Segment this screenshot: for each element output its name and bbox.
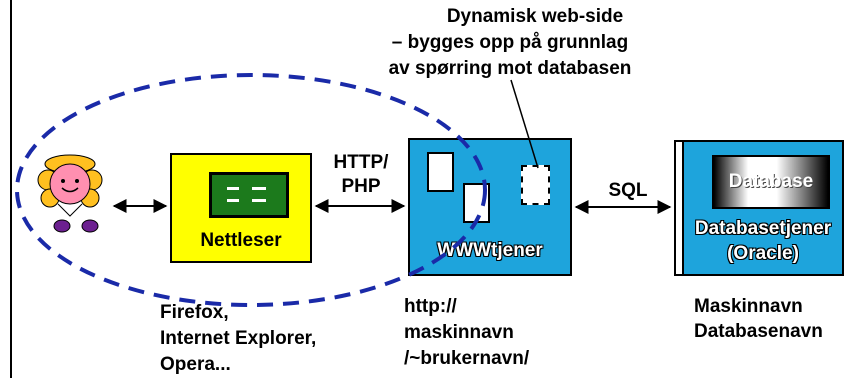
protocol-line-1: HTTP/ [333,152,389,173]
url-line-1: http:// [404,296,457,317]
browser-example-3: Opera... [160,354,231,375]
callout-line-3: av spørring mot databasen [388,58,632,79]
left-border-line [10,0,12,378]
browser-label: Nettleser [200,230,282,251]
database-screen-label: Database [728,171,814,192]
sql-label: SQL [608,180,648,201]
database-server-label-2: (Oracle) [727,243,799,264]
webserver-label: WWWtjener [437,240,543,261]
client-side-dashed-ellipse [15,73,487,307]
browser-screen-dash-2 [252,187,266,190]
url-line-2: maskinnavn [404,322,514,343]
callout-line-2: – bygges opp på grunnlag [391,32,629,53]
browser-screen-dash-1 [227,187,239,190]
database-server-label-1: Databasetjener [694,218,832,239]
database-note-2: Databasenavn [694,321,823,342]
protocol-line-2: PHP [341,176,381,197]
dynamic-page-icon [521,165,550,205]
callout-line-1: Dynamisk web-side [446,6,624,27]
smiley-person-icon [37,154,103,233]
page-icon-1 [427,152,454,192]
database-note-1: Maskinnavn [694,296,803,317]
browser-screen-dash-4 [252,199,266,202]
database-screen [712,155,830,209]
browser-screen [209,172,289,218]
browser-example-2: Internet Explorer, [160,328,317,349]
url-line-3: /~brukernavn/ [404,348,530,369]
browser-example-1: Firefox, [160,302,229,323]
callout-pointer [510,79,539,169]
browser-screen-dash-3 [227,199,239,202]
